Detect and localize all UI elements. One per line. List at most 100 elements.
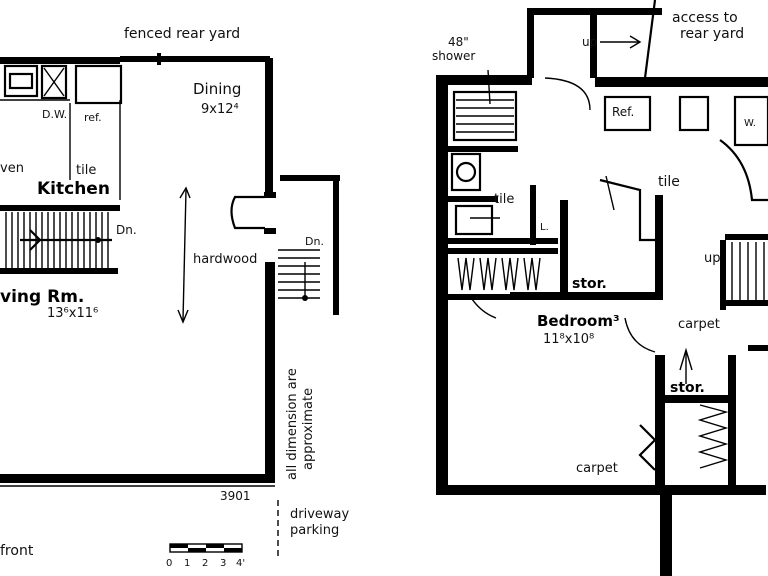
closet-door-swing	[469, 295, 497, 319]
second-floor-plan	[436, 0, 768, 576]
right-wall-lower	[265, 262, 275, 482]
sink-right	[678, 95, 710, 132]
front-label: front	[0, 543, 34, 559]
lower-stor-top	[655, 395, 735, 403]
scale-tick-0: 0	[166, 558, 172, 569]
w-label: W.	[744, 118, 756, 129]
l-label: L.	[540, 222, 549, 233]
bath-bottom-wall	[448, 238, 558, 244]
dn-center-label: Dn.	[305, 235, 324, 248]
dw-label: D.W.	[42, 108, 67, 121]
stor-bottom-wall	[510, 292, 660, 300]
rear-yard-label: rear yard	[680, 26, 744, 42]
scale-tick-4: 4'	[236, 558, 245, 569]
bedroom-door-fold	[638, 424, 657, 471]
dining-dims: 9x12⁴	[201, 102, 239, 117]
living-room-label: ving Rm.	[0, 287, 84, 307]
side-stair-treads	[278, 249, 320, 299]
scale-bar	[169, 543, 243, 553]
bedroom-label: Bedroom³	[537, 312, 620, 330]
flow-arrow	[182, 189, 187, 321]
dw-mark-2	[43, 67, 65, 97]
right-stair-treads	[731, 242, 765, 300]
rear-stair-mid	[590, 8, 597, 78]
shower-leader	[487, 69, 491, 105]
laundry-wall	[719, 139, 768, 202]
entry-door-swing	[230, 195, 265, 230]
door-jamb-bottom	[264, 228, 276, 234]
ref-left-label: ref.	[84, 111, 102, 124]
first-floor-plan	[0, 53, 340, 560]
right-wall-upper	[265, 58, 273, 193]
carpet-bottom-label: carpet	[576, 461, 618, 476]
stair-bottom-wall	[0, 268, 118, 274]
flow-arrow-head-top	[179, 186, 191, 199]
top-wall-shower	[436, 75, 532, 85]
shower-size-label: 48"	[448, 35, 469, 49]
up-top-label: up	[582, 35, 597, 49]
approximate-label: approximate	[301, 388, 316, 470]
kitchen-label: Kitchen	[37, 179, 110, 199]
rear-stair-right	[643, 0, 657, 79]
bedroom-dims: 11⁸x10⁸	[543, 332, 594, 347]
all-dimensions-label: all dimension are	[285, 368, 300, 480]
left-outer-wall	[436, 75, 448, 495]
driveway-label: driveway	[290, 507, 349, 522]
refrigerator-right	[603, 95, 652, 132]
stor-top-label: stor.	[572, 276, 607, 292]
shower-stall	[452, 90, 518, 142]
dining-label: Dining	[193, 80, 241, 98]
vanity-top	[448, 196, 498, 202]
refrigerator	[74, 64, 123, 105]
flow-arrow-head-bottom	[177, 309, 189, 324]
toilet-box	[450, 152, 482, 192]
stor-bottom-label: stor.	[670, 380, 705, 396]
bedroom-door-swing	[624, 317, 656, 353]
washer	[733, 95, 768, 147]
right-wall-stub	[748, 345, 768, 351]
scale-tick-3: 3	[220, 558, 226, 569]
hardwood-label: hardwood	[193, 252, 257, 267]
top-wall-left	[0, 57, 120, 64]
ref-right-label: Ref.	[612, 105, 634, 119]
access-label: access to	[672, 10, 738, 26]
bath-wall	[448, 146, 518, 152]
dn-left-label: Dn.	[116, 223, 137, 237]
bath-right-wall	[530, 185, 536, 245]
fenced-rear-yard-label: fenced rear yard	[124, 26, 240, 42]
window-jamb	[157, 53, 161, 65]
rear-door-swing	[544, 77, 591, 111]
rear-stair-left	[527, 8, 534, 78]
living-room-dims: 13⁶x11⁶	[47, 306, 98, 321]
top-wall-right	[120, 56, 270, 62]
lower-stor-right	[728, 355, 736, 485]
tile-left-label: tile	[76, 163, 96, 178]
closet-top	[448, 248, 558, 254]
side-stair-top	[280, 175, 340, 181]
shower-label: shower	[432, 49, 475, 63]
stove	[3, 64, 39, 98]
rear-stair-head	[629, 35, 642, 49]
carpet-right-label: carpet	[678, 317, 720, 332]
side-stair-wall	[333, 175, 339, 315]
scale-tick-1: 1	[184, 558, 190, 569]
bottom-wall-right	[436, 485, 766, 495]
stove-top	[8, 72, 34, 90]
stair-break	[29, 229, 41, 241]
stair-break-2	[29, 239, 41, 251]
closet-bottom	[448, 294, 528, 300]
right-stair-bottom	[725, 300, 768, 306]
tile-center-label: tile	[658, 174, 680, 190]
toilet	[455, 161, 477, 183]
tile-bath-label: tile	[494, 192, 514, 207]
right-stair-top	[725, 234, 768, 240]
oven-label: ven	[0, 161, 24, 176]
lower-closet-door	[697, 404, 729, 469]
house-number: 3901	[220, 489, 251, 503]
dishwasher	[40, 64, 68, 100]
bottom-wall	[0, 474, 275, 483]
parking-label: parking	[290, 523, 339, 538]
lower-stor-left	[655, 355, 665, 485]
up-right-label: up	[704, 251, 721, 266]
